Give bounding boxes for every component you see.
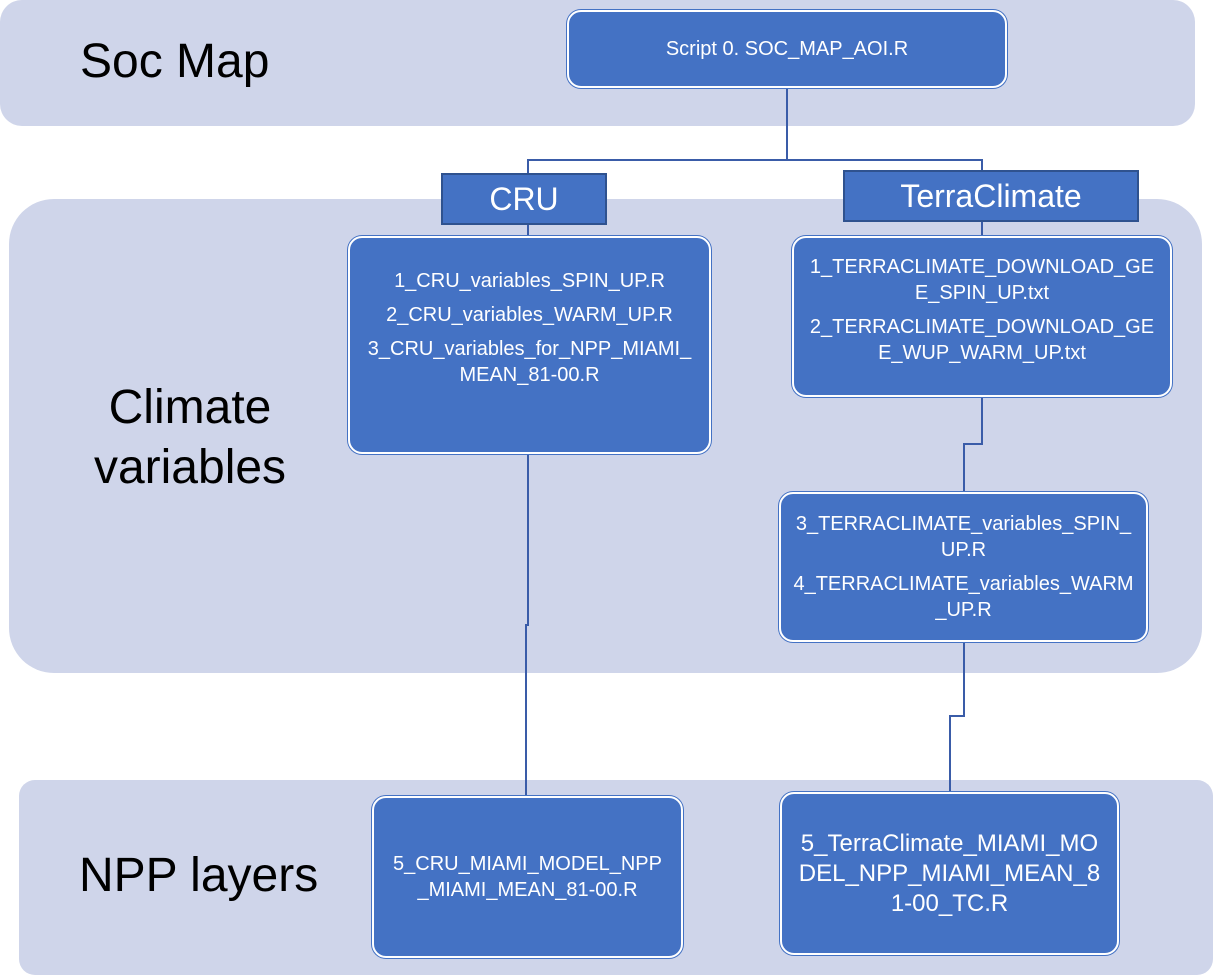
tc-download-1: 1_TERRACLIMATE_DOWNLOAD_GEE_SPIN_UP.txt (809, 255, 1155, 304)
cru-npp-node: 5_CRU_MIAMI_MODEL_NPP_MIAMI_MEAN_81-00.R (372, 796, 683, 958)
script0-label: Script 0. SOC_MAP_AOI.R (665, 38, 909, 60)
tc-download-2: 2_TERRACLIMATE_DOWNLOAD_GEE_WUP_WARM_UP.… (809, 315, 1155, 364)
terraclimate-header-node: TerraClimate (843, 170, 1139, 222)
cru-script-2: 2_CRU_variables_WARM_UP.R (386, 304, 673, 326)
tc-variable-2: 4_TERRACLIMATE_variables_WARM_UP.R (793, 573, 1134, 621)
tc-npp-node: 5_TerraClimate_MIAMI_MODEL_NPP_MIAMI_MEA… (780, 792, 1119, 955)
script0-node: Script 0. SOC_MAP_AOI.R (567, 10, 1007, 88)
tc-variables-node: 3_TERRACLIMATE_variables_SPIN_UP.R 4_TER… (779, 492, 1148, 642)
tc-npp-label: 5_TerraClimate_MIAMI_MODEL_NPP_MIAMI_MEA… (798, 829, 1101, 917)
label-climate-line-1: Climate (108, 381, 272, 434)
cru-script-1: 1_CRU_variables_SPIN_UP.R (394, 270, 665, 292)
cru-scripts-node: 1_CRU_variables_SPIN_UP.R 2_CRU_variable… (348, 236, 711, 454)
label-npp-layers: NPP layers (79, 849, 319, 902)
label-climate-line-2: variables (93, 441, 287, 494)
cru-header-node: CRU (441, 173, 607, 225)
tc-downloads-node: 1_TERRACLIMATE_DOWNLOAD_GEE_SPIN_UP.txt … (792, 236, 1172, 397)
label-soc-map: Soc Map (80, 35, 270, 88)
cru-script-3: 3_CRU_variables_for_NPP_MIAMI_MEAN_81-00… (367, 338, 692, 386)
cru-npp-label: 5_CRU_MIAMI_MODEL_NPP_MIAMI_MEAN_81-00.R (393, 853, 662, 901)
tc-variable-1: 3_TERRACLIMATE_variables_SPIN_UP.R (795, 513, 1132, 561)
label-climate-variables: Climate variables (70, 378, 310, 498)
